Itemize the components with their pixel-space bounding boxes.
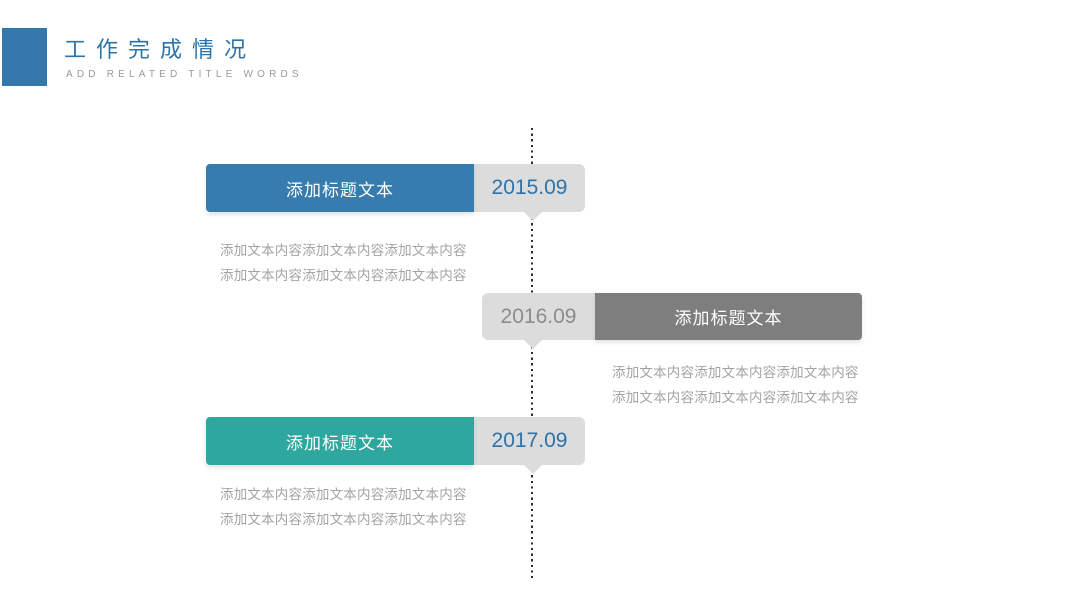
timeline-dotted-line xyxy=(531,128,534,578)
timeline-item-2-body[interactable]: 添加文本内容添加文本内容添加文本内容 添加文本内容添加文本内容添加文本内容 xyxy=(612,360,859,410)
timeline-item-3-date-tag[interactable]: 2017.09 xyxy=(474,417,585,474)
timeline-item-1-date: 2015.09 xyxy=(491,176,568,199)
timeline-item-3-title-bar[interactable]: 添加标题文本 xyxy=(206,417,474,465)
slide-subtitle: ADD RELATED TITLE WORDS xyxy=(66,69,303,80)
timeline-item-3-body-line-2: 添加文本内容添加文本内容添加文本内容 xyxy=(220,512,467,527)
timeline-item-2-body-line-1: 添加文本内容添加文本内容添加文本内容 xyxy=(612,365,859,380)
timeline-item-2-body-line-2: 添加文本内容添加文本内容添加文本内容 xyxy=(612,390,859,405)
timeline-item-1-body[interactable]: 添加文本内容添加文本内容添加文本内容 添加文本内容添加文本内容添加文本内容 xyxy=(220,238,467,288)
header-accent-square xyxy=(2,28,47,86)
timeline-item-1-body-line-1: 添加文本内容添加文本内容添加文本内容 xyxy=(220,243,467,258)
timeline-item-1-date-tag[interactable]: 2015.09 xyxy=(474,164,585,221)
slide-title: 工作完成情况 xyxy=(64,37,257,62)
timeline-item-3-tag-pointer xyxy=(523,464,543,474)
timeline-item-2-tag-pointer xyxy=(523,339,543,349)
timeline-item-2-date-tag[interactable]: 2016.09 xyxy=(482,293,595,349)
timeline-item-1-tag-pointer xyxy=(523,211,543,221)
timeline-item-2-title-bar[interactable]: 添加标题文本 xyxy=(595,293,862,340)
timeline-item-1-title-bar[interactable]: 添加标题文本 xyxy=(206,164,474,212)
timeline-item-3-date: 2017.09 xyxy=(491,429,568,452)
timeline-item-3-body[interactable]: 添加文本内容添加文本内容添加文本内容 添加文本内容添加文本内容添加文本内容 xyxy=(220,482,467,532)
timeline-item-3-body-line-1: 添加文本内容添加文本内容添加文本内容 xyxy=(220,487,467,502)
timeline-item-2-date: 2016.09 xyxy=(500,304,577,328)
timeline-item-1-body-line-2: 添加文本内容添加文本内容添加文本内容 xyxy=(220,268,467,283)
